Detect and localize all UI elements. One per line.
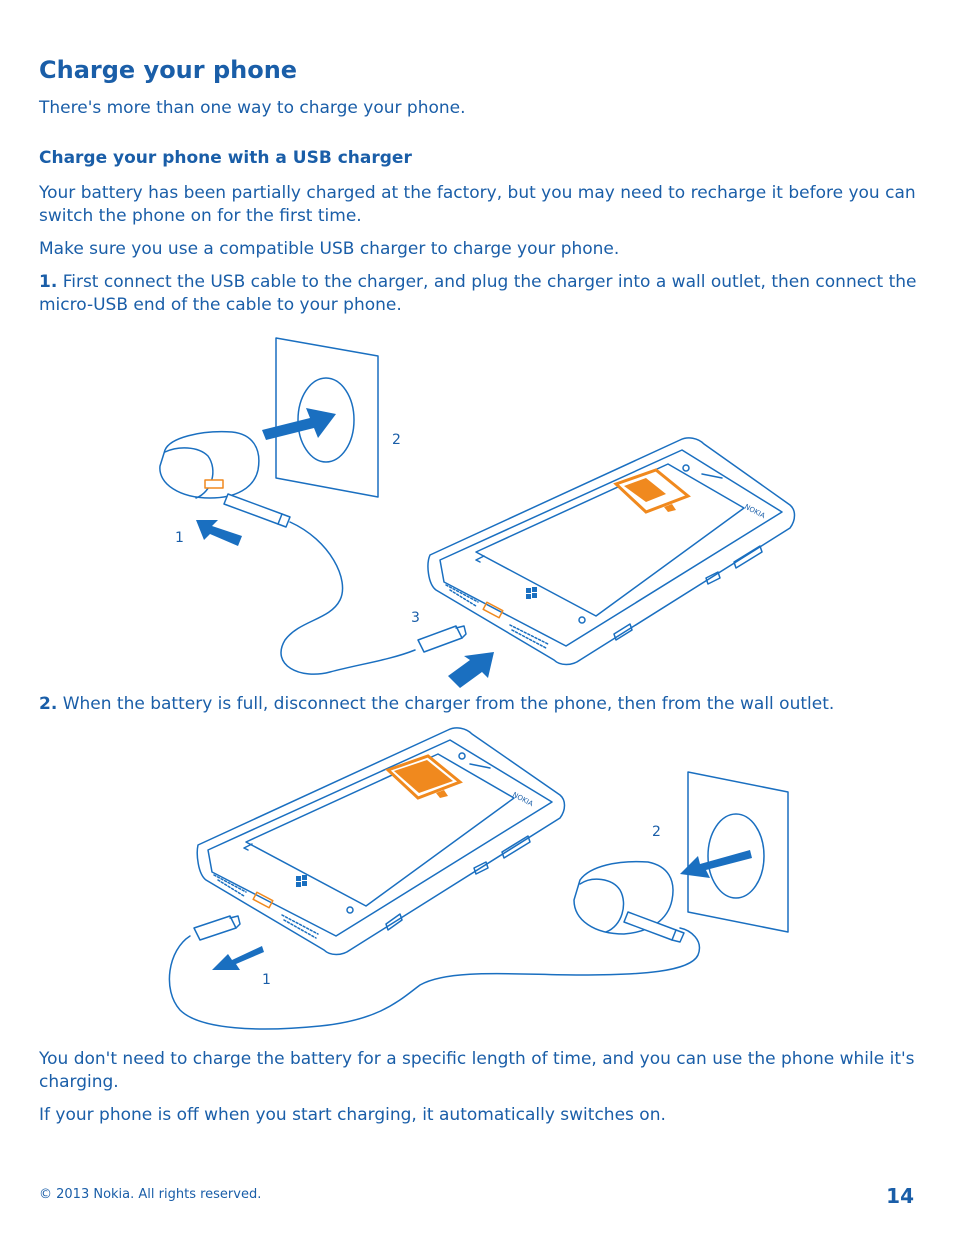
micro-usb-plug (417, 625, 463, 653)
battery-paragraph: Your battery has been partially charged … (39, 183, 916, 226)
connect-charger-illustration: NOKIA 2 1 3 (159, 337, 796, 688)
arrow-unplug-from-phone-icon (212, 946, 264, 970)
micro-usb-plug (193, 915, 237, 941)
full-battery-icon (385, 754, 463, 800)
page-number: 14 (886, 1184, 914, 1208)
arrow-into-outlet-icon (262, 408, 336, 440)
wall-outlet-plate (687, 771, 789, 933)
copyright-footer: © 2013 Nokia. All rights reserved. (39, 1187, 262, 1202)
usb-cable (168, 927, 701, 1030)
section-heading: Charge your phone with a USB charger (39, 148, 412, 168)
arrow-plug-into-phone-icon (448, 652, 494, 688)
charging-time-paragraph: You don't need to charge the battery for… (39, 1049, 915, 1092)
phone-screen (245, 753, 515, 907)
compatible-charger-paragraph: Make sure you use a compatible USB charg… (39, 239, 620, 259)
wall-socket (297, 377, 355, 463)
page-title: Charge your phone (39, 56, 298, 84)
charging-battery-icon (613, 468, 691, 514)
figure1-label-1: 1 (175, 530, 184, 546)
figure1-label-2: 2 (392, 432, 401, 448)
figure2-label-1: 1 (262, 972, 271, 988)
step-2-text: When the battery is full, disconnect the… (57, 694, 835, 714)
step-1-number: 1. (39, 272, 58, 292)
step-2-number: 2. (39, 694, 58, 714)
figure2-label-2: 2 (652, 824, 661, 840)
windows-logo-icon (526, 587, 537, 599)
figure1-label-3: 3 (411, 610, 420, 626)
windows-logo-icon (296, 875, 307, 887)
usb-plug-charger-end (223, 493, 283, 525)
arrow-plug-into-charger-icon (196, 520, 242, 546)
wall-socket (707, 813, 765, 899)
disconnect-charger-illustration: NOKIA 2 1 (168, 727, 789, 1030)
step-2: 2. When the battery is full, disconnect … (39, 693, 919, 716)
phone-screen (475, 463, 745, 617)
step-1-text: First connect the USB cable to the charg… (39, 272, 917, 315)
intro-text: There's more than one way to charge your… (39, 98, 466, 118)
auto-switch-on-paragraph: If your phone is off when you start char… (39, 1105, 666, 1125)
step-1: 1. First connect the USB cable to the ch… (39, 271, 919, 317)
arrow-out-of-outlet-icon (680, 850, 752, 878)
usb-cable (280, 521, 416, 675)
